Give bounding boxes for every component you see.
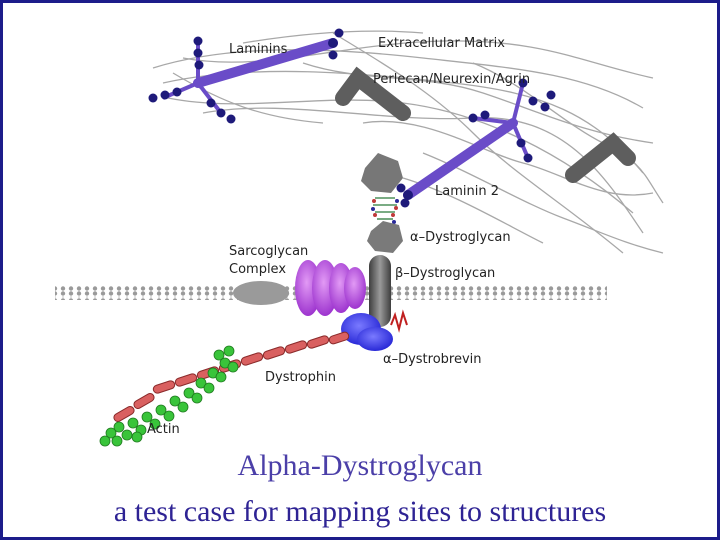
sarcoglycan-complex: [233, 260, 366, 316]
dystrobrevin-tail: [390, 309, 408, 333]
slide-subtitle: a test case for mapping sites to structu…: [113, 495, 607, 528]
extracellular-matrix-fibers: [152, 30, 664, 254]
dystroglycan-complex-diagram: Laminins Extracellular Matrix Perlecan/N…: [55, 28, 664, 447]
actin-filament: [99, 345, 239, 447]
label-extracellular-matrix: Extracellular Matrix: [378, 36, 505, 51]
alpha-dystrobrevin: [341, 313, 393, 351]
label-laminins: Laminins: [229, 42, 288, 57]
perlecan-neurexin-agrin: [335, 66, 636, 183]
label-alpha-dystrobrevin: α–Dystrobrevin: [383, 352, 482, 367]
label-alpha-dystroglycan: α–Dystroglycan: [410, 230, 511, 245]
label-perlecan-neurexin-agrin: Perlecan/Neurexin/Agrin: [373, 72, 530, 87]
label-dystrophin: Dystrophin: [265, 370, 336, 385]
label-actin: Actin: [147, 422, 180, 437]
slide-title: Alpha-Dystroglycan: [237, 449, 483, 482]
laminin-molecule: [148, 28, 344, 124]
label-beta-dystroglycan: β–Dystroglycan: [395, 266, 495, 281]
laminin-2-molecule: [396, 78, 556, 208]
label-laminin-2: Laminin 2: [435, 184, 499, 199]
label-complex: Complex: [229, 262, 286, 277]
alpha-dystroglycan: [361, 153, 403, 253]
beta-dystroglycan: [369, 255, 391, 327]
label-sarcoglycan: Sarcoglycan: [229, 244, 308, 259]
